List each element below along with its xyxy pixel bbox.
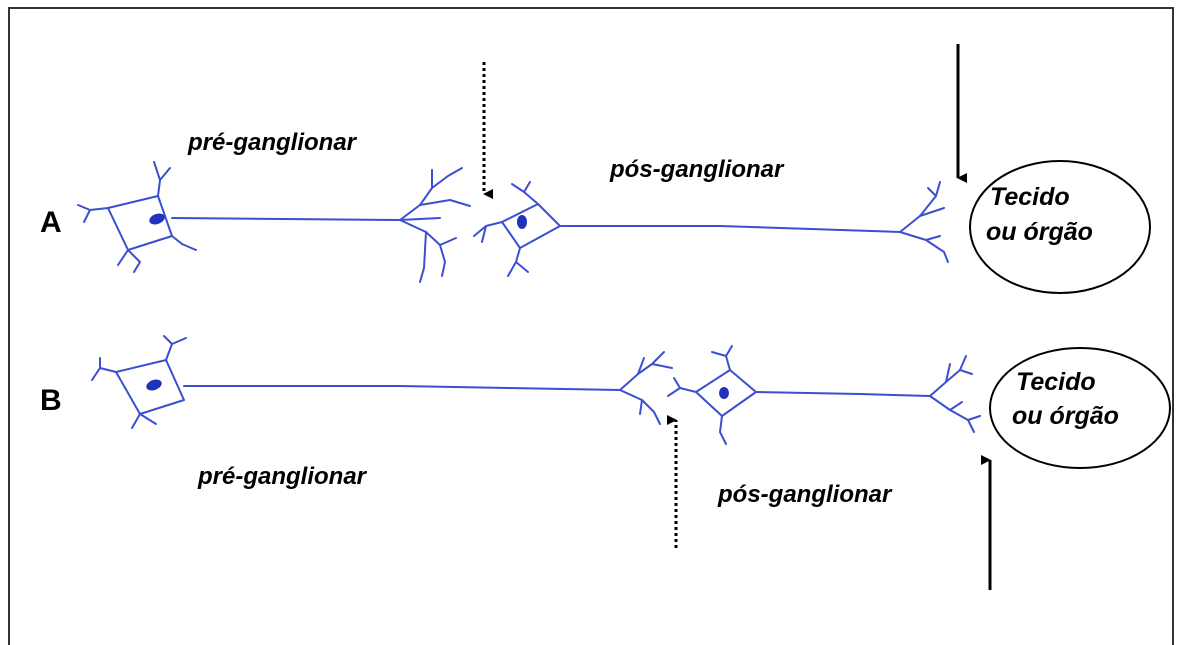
row-b-target-line1: Tecido xyxy=(1016,368,1096,396)
row-b-preganglionic-neuron xyxy=(91,335,673,429)
row-a-preganglionic-label: pré-ganglionar xyxy=(187,129,358,156)
row-a-label: A xyxy=(40,206,62,239)
row-a-target-organ: Tecido ou órgão xyxy=(969,160,1151,294)
row-b-target-organ: Tecido ou órgão xyxy=(989,347,1171,469)
row-b-label: B xyxy=(40,384,62,417)
row-a-postganglionic-neuron xyxy=(473,181,949,277)
row-a-target-line1: Tecido xyxy=(990,183,1070,211)
row-b-postganglionic-label: pós-ganglionar xyxy=(717,481,893,508)
row-b-postganglionic-neuron xyxy=(667,345,981,445)
frame-border xyxy=(8,7,1174,645)
row-b-target-line2: ou órgão xyxy=(1012,402,1119,430)
row-b-preganglionic-label: pré-ganglionar xyxy=(197,463,368,490)
row-a-target-line2: ou órgão xyxy=(986,218,1093,246)
row-a-postganglionic-label: pós-ganglionar xyxy=(609,156,785,183)
row-a-preganglionic-neuron xyxy=(77,161,471,283)
